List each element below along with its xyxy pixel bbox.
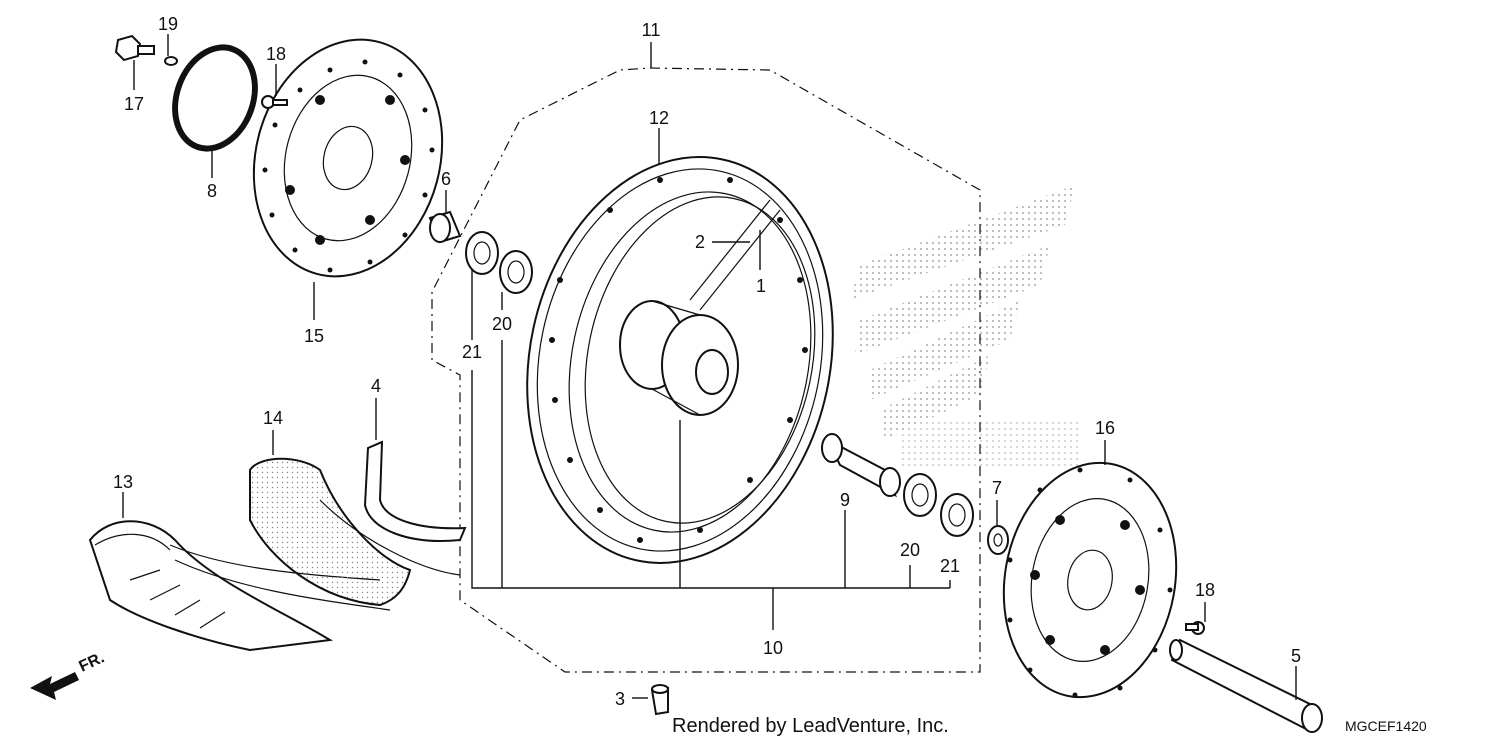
- brake-disc-left: [252, 38, 444, 278]
- callout-4: 4: [371, 376, 381, 396]
- callout-6: 6: [441, 169, 451, 189]
- callout-labels: 11 12 2 1 19 17 18 8 6 15 20 21 4 14 13 …: [113, 14, 1301, 709]
- callout-2: 2: [695, 232, 705, 252]
- callout-21-right: 21: [940, 556, 960, 576]
- callout-1: 1: [756, 276, 766, 296]
- render-credit: Rendered by LeadVenture, Inc.: [672, 715, 949, 737]
- callout-15: 15: [304, 326, 324, 346]
- callout-14: 14: [263, 408, 283, 428]
- screw-18-upper: [261, 95, 288, 109]
- leader-lines: [122, 34, 1297, 700]
- screw-19: [164, 56, 178, 66]
- wheel-hub: [619, 199, 781, 416]
- callout-19: 19: [158, 14, 178, 34]
- callout-11: 11: [642, 20, 661, 40]
- callout-20-right: 20: [900, 540, 920, 560]
- bearing-21-left: [465, 231, 499, 275]
- inner-tube-14: [249, 457, 461, 607]
- bearing-20-left: [499, 250, 533, 294]
- side-collar-7: [987, 525, 1009, 555]
- front-indicator-label: FR.: [77, 649, 108, 675]
- screw-18-lower: [1185, 621, 1205, 635]
- front-direction-arrow: FR.: [30, 649, 107, 700]
- honda-wing-watermark: [850, 185, 1080, 470]
- callout-13: 13: [113, 472, 133, 492]
- diagram-code: MGCEF1420: [1345, 718, 1427, 734]
- callout-7: 7: [992, 478, 1002, 498]
- bolt-17: [114, 34, 155, 62]
- axle-sleeve-9: [821, 433, 901, 498]
- snap-ring-8: [172, 44, 258, 152]
- callout-18-lower: 18: [1195, 580, 1215, 600]
- callout-20-left: 20: [492, 314, 512, 334]
- wheel-assembly-boundary: [431, 67, 981, 673]
- callout-17: 17: [124, 94, 144, 114]
- callout-8: 8: [207, 181, 217, 201]
- valve-stem-3: [650, 684, 669, 716]
- bearing-20-right: [903, 473, 937, 517]
- callout-18-upper: 18: [266, 44, 286, 64]
- side-collar-6: [428, 210, 462, 244]
- bearing-21-right: [940, 493, 974, 537]
- callout-5: 5: [1291, 646, 1301, 666]
- front-axle-5: [1169, 638, 1323, 733]
- callout-12: 12: [649, 108, 669, 128]
- brake-disc-right: [1002, 461, 1178, 699]
- rim-band-4: [363, 440, 467, 542]
- callout-16: 16: [1095, 418, 1115, 438]
- callout-21-left: 21: [462, 342, 482, 362]
- callout-9: 9: [840, 490, 850, 510]
- tire-13: [88, 520, 391, 652]
- callout-10: 10: [763, 638, 783, 658]
- callout-3: 3: [615, 689, 625, 709]
